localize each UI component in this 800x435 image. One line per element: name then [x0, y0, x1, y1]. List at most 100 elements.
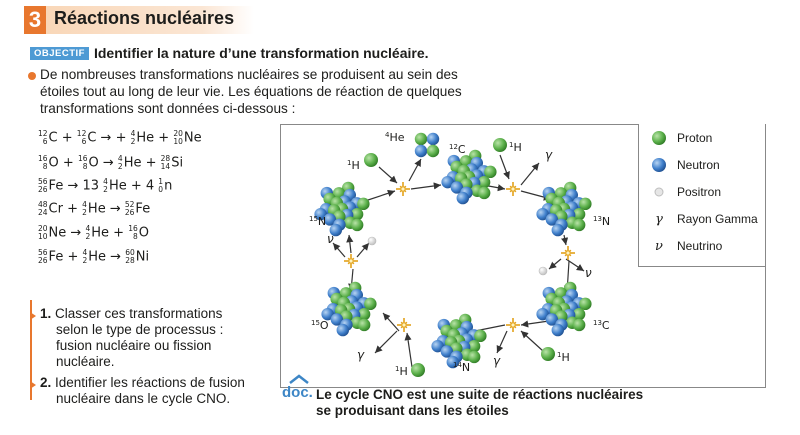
nucleon — [357, 318, 371, 332]
label-c12: 12C — [449, 143, 466, 156]
element-symbol: C — [48, 130, 58, 146]
nucleon — [414, 132, 428, 146]
reaction-star-icon — [396, 182, 410, 196]
nucleon — [450, 181, 464, 194]
reaction-arrow — [382, 312, 400, 332]
element-symbol: He — [87, 201, 106, 217]
doc-caption-line: se produisant dans les étoiles — [316, 403, 509, 418]
label-h1: 1H — [557, 351, 570, 364]
element-symbol: Fe — [48, 178, 64, 194]
legend-label: Proton — [677, 131, 713, 145]
nucleon — [467, 350, 481, 364]
intro-paragraph: De nombreuses transformations nucléaires… — [40, 67, 462, 116]
mass-number: 4 — [82, 248, 88, 257]
mass-number: 4 — [85, 224, 91, 233]
nucleon — [441, 175, 454, 189]
objective-tag: OBJECTIF — [30, 47, 89, 60]
mass-number: 4 — [117, 154, 123, 163]
star-core — [565, 250, 571, 256]
doc-caption-line: Le cycle CNO est une suite de réactions … — [316, 387, 644, 402]
label-h1: 1H — [509, 141, 522, 154]
atomic-number: 8 — [82, 162, 88, 171]
atomic-number: 0 — [158, 185, 164, 194]
star-core — [510, 186, 516, 192]
mass-number: 60 — [125, 248, 135, 257]
atomic-number: 2 — [117, 162, 123, 171]
nucleon — [545, 213, 559, 226]
mass-number: 12 — [38, 129, 48, 138]
atomic-number: 26 — [38, 256, 48, 265]
atomic-number: 2 — [82, 208, 87, 217]
question-1-marker-icon — [30, 312, 36, 320]
nucleon — [364, 297, 377, 311]
proton-h1-top-left — [364, 153, 378, 167]
reaction-arrow — [356, 242, 370, 258]
mass-number: 1 — [158, 177, 164, 186]
nucleon — [357, 308, 371, 321]
question-number: 2. — [40, 375, 52, 390]
doc-tag: doc. — [282, 384, 313, 401]
element-symbol: C — [87, 130, 97, 146]
label-n14: 14N — [453, 361, 470, 374]
mass-number: 52 — [124, 200, 135, 209]
element-symbol: He — [91, 225, 110, 241]
legend-label: Neutron — [677, 158, 720, 172]
label-nu: ν — [585, 266, 592, 280]
label-he4: 4He — [385, 131, 405, 144]
atomic-number: 24 — [38, 208, 48, 217]
questions-rule — [30, 300, 32, 400]
nucleon — [329, 223, 342, 237]
star-core — [401, 322, 407, 328]
nucleus-he4 — [414, 132, 440, 158]
nucleon — [572, 308, 586, 321]
reaction-arrow — [346, 234, 354, 254]
objective-text: Identifier la nature d’une transformatio… — [93, 45, 429, 61]
reaction-star-icon — [397, 318, 411, 332]
mass-number: 20 — [173, 129, 183, 138]
nucleon — [572, 218, 586, 232]
nucleus-o15 — [321, 281, 377, 337]
nucleon — [350, 208, 364, 221]
equation-operator: + — [63, 249, 83, 265]
element-symbol: O — [88, 155, 99, 171]
question-1: 1. Classer ces transformations selon le … — [40, 306, 270, 370]
element-symbol: He — [108, 178, 127, 194]
mass-number: 48 — [38, 200, 48, 209]
legend-item-neutron: Neutron — [651, 157, 720, 173]
nucleon — [579, 197, 592, 211]
nucleon — [314, 207, 327, 221]
objective: OBJECTIF Identifier la nature d’une trans… — [30, 45, 429, 61]
atomic-number: 2 — [130, 137, 136, 146]
element-symbol: Fe — [48, 249, 64, 265]
reaction-star-icon — [506, 318, 520, 332]
equation-operator: + — [154, 130, 174, 146]
reaction-arrow — [499, 154, 510, 180]
element-symbol: Ne — [48, 225, 67, 241]
nucleon — [446, 355, 459, 369]
reaction-star-icon — [561, 246, 575, 260]
mass-number: 28 — [160, 154, 171, 163]
question-2-marker-icon — [30, 381, 36, 389]
reaction-arrow — [404, 332, 413, 368]
nucleus-c12 — [441, 149, 497, 205]
atomic-number: 6 — [81, 137, 87, 146]
element-symbol: Si — [171, 155, 184, 171]
reaction-star-icon — [506, 182, 520, 196]
proton-h1-bottom-left — [411, 363, 425, 377]
equation-operator: + — [62, 201, 83, 217]
proton-h1-bottom-right — [541, 347, 555, 361]
label-n13: 13N — [593, 215, 610, 228]
question-2: 2. Identifier les réactions de fusion nu… — [40, 375, 280, 407]
